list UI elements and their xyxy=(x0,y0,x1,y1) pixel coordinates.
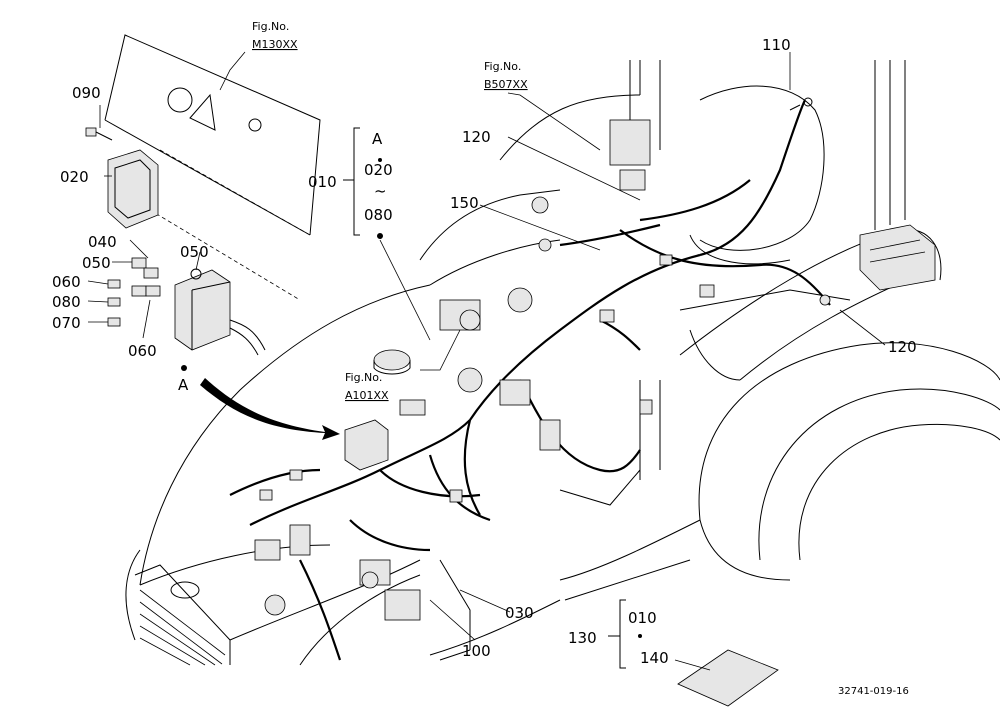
fig-ref-a101xx: A101XX xyxy=(345,389,389,402)
marker-a-label: A xyxy=(178,376,189,394)
fuse-box-cover-020 xyxy=(107,149,159,229)
part-label-020: 020 xyxy=(60,168,89,186)
part-label-120-a: 120 xyxy=(462,128,491,146)
sheet-140 xyxy=(677,649,779,707)
part-label-060-a: 060 xyxy=(52,273,81,291)
part-label-140: 140 xyxy=(640,649,669,667)
part-label-130: 130 xyxy=(568,629,597,647)
fig-no-label-2: Fig.No. xyxy=(484,60,521,73)
fuses xyxy=(107,257,161,327)
leader-lines xyxy=(87,51,886,671)
relay-050 xyxy=(174,268,266,356)
group-010-tilde: ~ xyxy=(374,182,387,200)
fig-refs: Fig.No. M130XX Fig.No. B507XX Fig.No. A1… xyxy=(252,20,528,402)
group-010-a: A xyxy=(372,130,383,148)
part-label-150: 150 xyxy=(450,194,479,212)
part-label-100: 100 xyxy=(462,642,491,660)
fig-no-label-1: Fig.No. xyxy=(252,20,289,33)
rear-light xyxy=(819,224,936,306)
drawing-id: 32741-019-16 xyxy=(838,686,909,697)
part-label-010: 010 xyxy=(308,173,337,191)
arrow-a xyxy=(200,378,340,440)
part-labels: 090 020 040 050 050 060 080 070 060 110 … xyxy=(52,36,917,667)
fig-no-label-3: Fig.No. xyxy=(345,371,382,384)
part-label-080: 080 xyxy=(52,293,81,311)
wiring-harness xyxy=(229,99,831,661)
front-components xyxy=(254,524,421,621)
group-010-labels: A 020 ~ 080 xyxy=(364,130,393,224)
group-010-020: 020 xyxy=(364,161,393,179)
relay-engine xyxy=(344,419,389,471)
components xyxy=(85,97,936,707)
part-label-110: 110 xyxy=(762,36,791,54)
part-label-040: 040 xyxy=(88,233,117,251)
screw-090 xyxy=(85,127,113,141)
fuel-cap xyxy=(373,349,411,375)
dash-components xyxy=(259,119,715,503)
bracket-130 xyxy=(608,599,642,669)
part-label-070: 070 xyxy=(52,314,81,332)
part-label-090: 090 xyxy=(72,84,101,102)
group-130-010: 010 xyxy=(628,609,657,627)
part-label-050-a: 050 xyxy=(180,243,209,261)
part-label-050-b: 050 xyxy=(82,254,111,272)
part-label-120-b: 120 xyxy=(888,338,917,356)
part-label-030: 030 xyxy=(505,604,534,622)
group-130-labels: 010 xyxy=(628,609,657,627)
part-label-060-b: 060 xyxy=(128,342,157,360)
bracket-010 xyxy=(343,127,382,236)
tractor-body xyxy=(104,34,1000,666)
terminal-110 xyxy=(789,97,813,111)
group-010-080: 080 xyxy=(364,206,393,224)
fig-ref-m130xx: M130XX xyxy=(252,38,298,51)
fig-ref-b507xx: B507XX xyxy=(484,78,528,91)
